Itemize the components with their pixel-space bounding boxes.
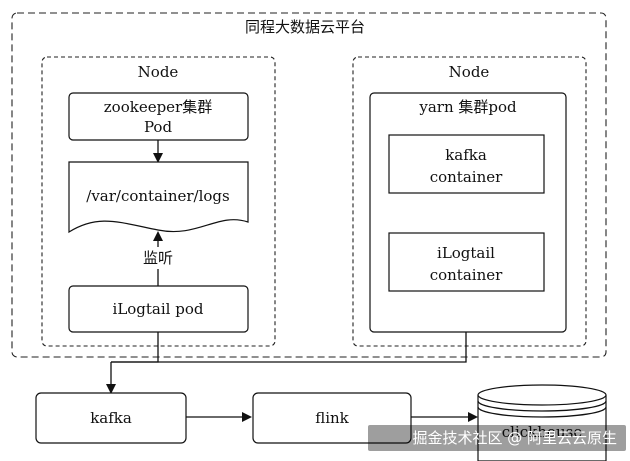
- kafka-label: kafka: [90, 409, 132, 427]
- ilogtail-container-line2: container: [430, 266, 503, 284]
- ilogtail-container-line1: iLogtail: [437, 244, 495, 262]
- listen-label: 监听: [143, 249, 173, 267]
- connector-right-pod-to-kafka: [111, 332, 467, 363]
- yarn-pod-label: yarn 集群pod: [418, 98, 517, 116]
- logs-label: /var/container/logs: [86, 187, 229, 205]
- listen-label-bg: [134, 247, 182, 269]
- zookeeper-label-line2: Pod: [144, 118, 173, 136]
- right-node-title: Node: [449, 63, 490, 81]
- ilogtail-pod-label: iLogtail pod: [113, 300, 204, 318]
- logs-document-shape: [68, 161, 249, 234]
- flink-box: [252, 392, 412, 444]
- left-node-title: Node: [138, 63, 179, 81]
- ilogtail-container-box: [388, 232, 545, 292]
- platform-container: [11, 12, 607, 358]
- kafka-container-line1: kafka: [445, 146, 487, 164]
- kafka-container-box: [388, 134, 545, 194]
- platform-title: 同程大数据云平台: [245, 18, 365, 36]
- kafka-container-line2: container: [430, 168, 503, 186]
- flink-label: flink: [315, 409, 349, 427]
- yarn-pod-box: [369, 92, 567, 333]
- watermark-bg: [368, 425, 626, 451]
- zookeeper-label-line1: zookeeper集群: [104, 98, 212, 116]
- clickhouse-label: clickhouse: [502, 423, 583, 441]
- kafka-box: [35, 392, 187, 444]
- clickhouse-database: clickhouse: [477, 384, 607, 461]
- watermark-text: 掘金技术社区 @ 阿里云云原生: [412, 429, 617, 447]
